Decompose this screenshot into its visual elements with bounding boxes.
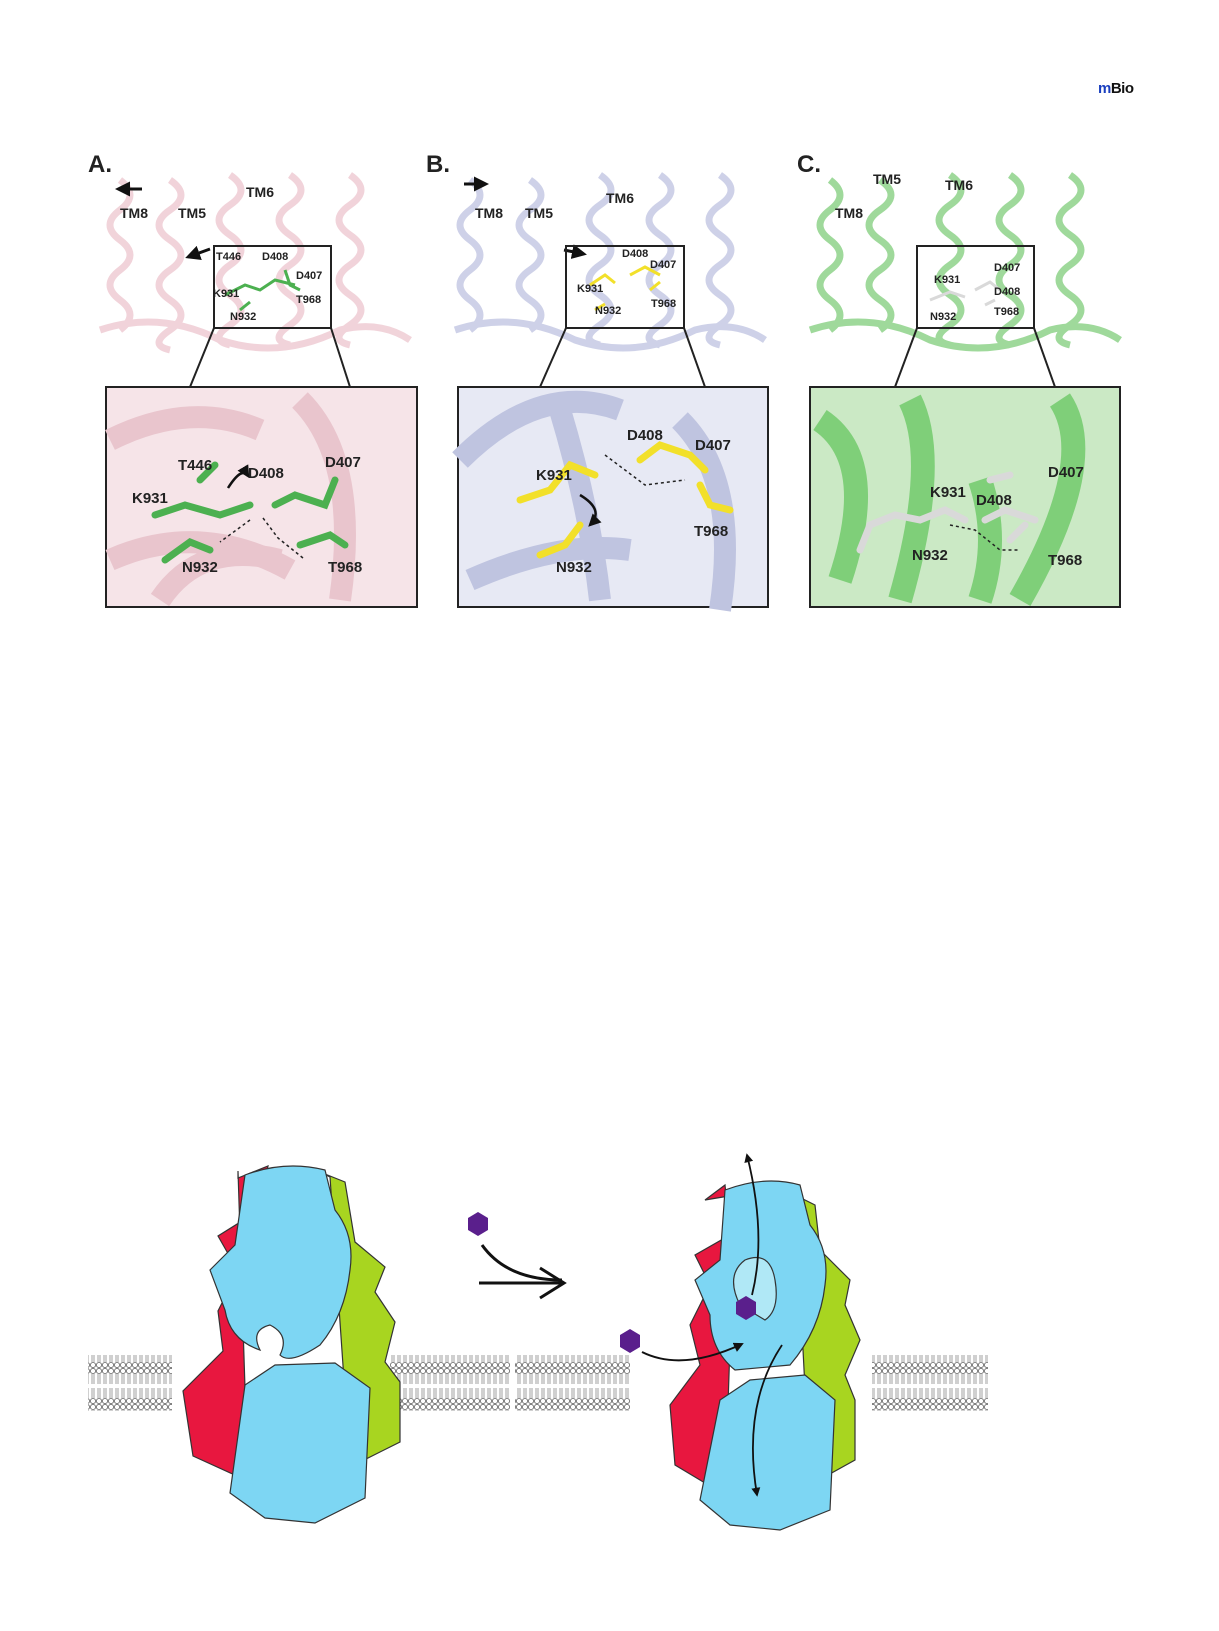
panel-c-helices [808,172,1122,352]
panel-c-zoom-line-right [1033,327,1056,388]
panel-b-zoom-line-left [539,327,567,388]
panel-a-inset-box [213,245,332,329]
journal-logo: mBio [1098,80,1134,97]
panel-a-zoom-res-5: N932 [182,559,218,576]
panel-a-zoom-sticks [151,461,349,564]
panel-c-zoom-res-4: N932 [912,547,948,564]
transporter-resting [182,1165,401,1524]
panel-a-tm-label-2: TM5 [178,205,206,221]
panel-c-tm-label-1: TM5 [873,171,901,187]
panel-a-hbond-1 [262,517,304,559]
panel-c-inset-res-2: K931 [934,274,960,286]
panel-b: B. TM8 TM5 TM6 D408 D407 K931 N932 T968 [426,151,769,612]
panel-a-zoom-res-1: T446 [178,457,212,474]
panel-c-zoom-helices [812,393,1086,606]
blue-domain-lower-left [229,1362,371,1524]
panel-a-zoom-line-right [330,327,351,388]
panel-a-tm-label-1: TM8 [120,205,148,221]
panel-a-helices [98,172,412,354]
blue-domain-lower-right [699,1374,836,1531]
panel-c-inset-res-4: N932 [930,311,956,323]
panel-b-inset-res-3: K931 [577,283,603,295]
double-arrow-icon-up [744,1153,760,1296]
panel-c-inset-res-1: D407 [994,262,1020,274]
panel-c-inset-sticks [929,280,1001,307]
panel-c-zoom-line-left [894,327,918,388]
panel-b-zoom-res-2: D407 [695,437,731,454]
panel-c-tm-label-3: TM8 [835,205,863,221]
panel-a-zoom-res-4: K931 [132,490,168,507]
panel-a-letter: A. [88,151,112,178]
panel-c-zoom-res-5: T968 [1048,552,1082,569]
panel-b-hbond-1 [604,454,686,486]
panel-c-inset-box [916,245,1035,329]
panel-b-tm-label-1: TM8 [475,205,503,221]
panel-c-zoom-res-3: D408 [976,492,1012,509]
transport-schematic [88,1153,988,1531]
panel-b-zoom-line-right [683,327,706,388]
panel-b-zoom-arrow-icon [579,493,602,527]
panel-c-tm-label-2: TM6 [945,177,973,193]
panel-c-inset-res-3: D408 [994,286,1020,298]
panel-a: A. TM8 TM5 TM6 T446 D408 D407 K931 T968 … [88,151,418,608]
panel-b-zoom-res-4: T968 [694,523,728,540]
panel-a-inset-sticks [224,269,301,312]
curved-arrow-icon [480,1244,563,1282]
hexagon-substrate-icon-1 [468,1212,488,1236]
panel-b-helices [453,172,767,352]
hexagon-substrate-icon-2 [736,1296,756,1320]
substrate-entry-arrow-icon [641,1342,744,1362]
panel-c-zoom-res-2: K931 [930,484,966,501]
logo-bio: Bio [1110,80,1134,97]
panel-a-hbond-2 [219,519,251,543]
membrane-segment-3 [515,1355,630,1411]
membrane-segment-4 [872,1355,988,1411]
reaction-arrow-head-icon [539,1266,567,1300]
panel-b-zoom-res-5: N932 [556,559,592,576]
blue-domain-upper-left [209,1165,352,1359]
membrane-segment-2 [390,1355,510,1411]
panel-b-zoom-sticks [516,441,734,559]
panel-a-inset-res-4: K931 [213,288,239,300]
panel-a-inset-res-5: T968 [296,294,321,306]
logo-m: m [1098,80,1111,97]
panel-a-tm-label-3: TM6 [246,184,274,200]
panel-a-arrow-icon-2 [185,245,211,260]
panel-b-inset-box [565,245,685,329]
panel-b-tm-label-2: TM5 [525,205,553,221]
panel-b-zoom-res-1: D408 [627,427,663,444]
panel-a-inset-res-6: N932 [230,311,256,323]
double-arrow-icon-down [751,1344,783,1497]
panel-c-letter: C. [797,151,821,178]
panel-b-letter: B. [426,151,450,178]
panel-a-zoom-res-2: D408 [248,465,284,482]
panel-a-inset-res-3: D407 [296,270,322,282]
panel-b-inset-res-1: D408 [622,248,648,260]
panel-c: C. TM5 TM6 TM8 D407 K931 D408 N932 T968 [797,151,1122,608]
panel-a-zoom-res-3: D407 [325,454,361,471]
panel-b-inset-res-5: T968 [651,298,676,310]
panel-c-zoom-res-1: D407 [1048,464,1084,481]
panel-b-arrow-icon-2 [563,244,587,260]
panel-b-inset-res-2: D407 [650,259,676,271]
panel-c-zoom-sticks [856,471,1039,554]
membrane-segment-1 [88,1355,172,1411]
panel-c-inset-res-5: T968 [994,306,1019,318]
panel-a-inset-res-1: T446 [216,251,241,263]
panel-c-hbond-1 [949,524,1020,551]
panel-a-inset-res-2: D408 [262,251,288,263]
panel-b-tm-label-3: TM6 [606,190,634,206]
panel-b-inset-res-4: N932 [595,305,621,317]
panel-a-zoom-arrow-icon [226,464,250,489]
panel-a-zoom-helices [105,392,356,607]
panel-b-inset-sticks [589,265,661,312]
panel-a-zoom-line-left [189,327,215,388]
panel-a-zoom-res-6: T968 [328,559,362,576]
transporter-active [669,1180,861,1531]
hexagon-substrate-icon-3 [620,1329,640,1353]
panel-b-zoom-res-3: K931 [536,467,572,484]
